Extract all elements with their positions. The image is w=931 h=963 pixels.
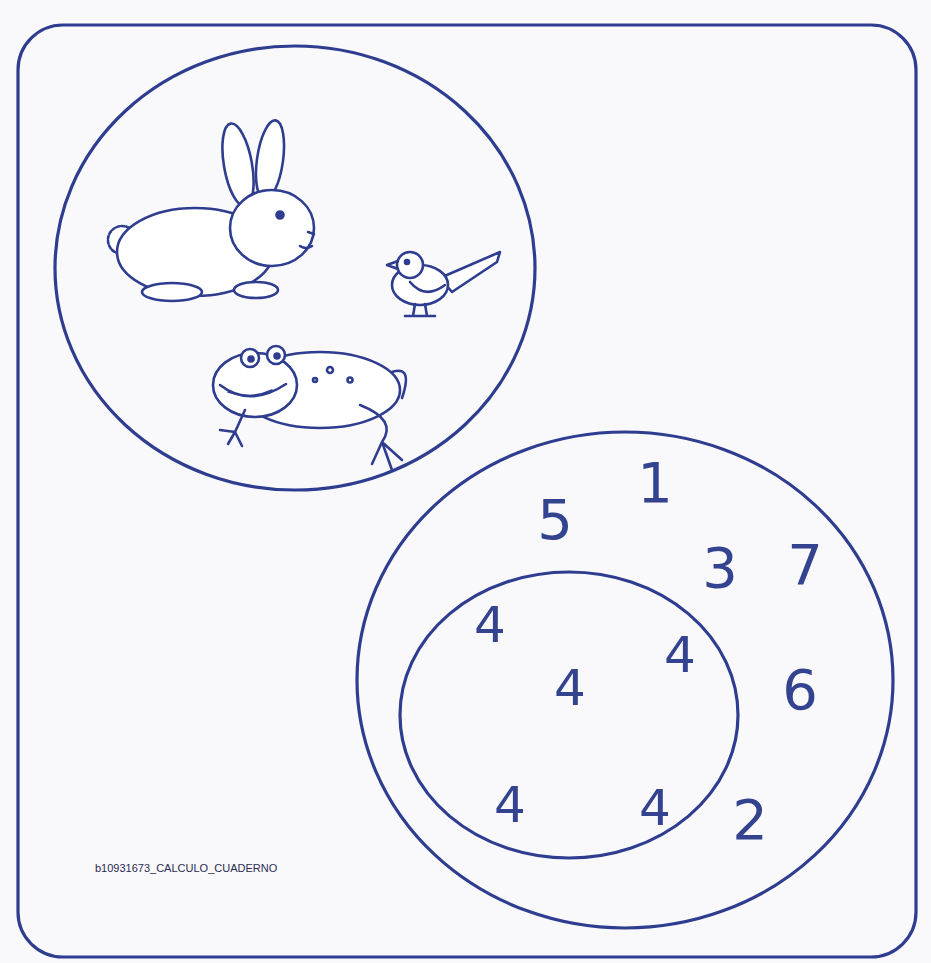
number-set-ellipse: 51376244444	[355, 430, 895, 930]
frog-drawing	[213, 346, 406, 470]
number: 7	[787, 537, 823, 593]
number: 4	[474, 600, 506, 650]
watermark: b10931673_CALCULO_CUADERNO	[95, 862, 277, 874]
number: 6	[782, 662, 818, 718]
number: 4	[554, 663, 586, 713]
page-frame	[18, 25, 916, 957]
bird-drawing	[387, 252, 500, 316]
number: 3	[702, 540, 738, 596]
rabbit-drawing	[108, 119, 314, 301]
number: 2	[732, 792, 768, 848]
number: 4	[639, 783, 671, 833]
number: 1	[637, 455, 673, 511]
animal-set-circle	[55, 46, 535, 490]
ellipse-outline	[398, 570, 740, 860]
number: 5	[537, 492, 573, 548]
subset-ellipse: 44444	[398, 570, 740, 860]
number: 4	[494, 780, 526, 830]
number: 4	[664, 630, 696, 680]
